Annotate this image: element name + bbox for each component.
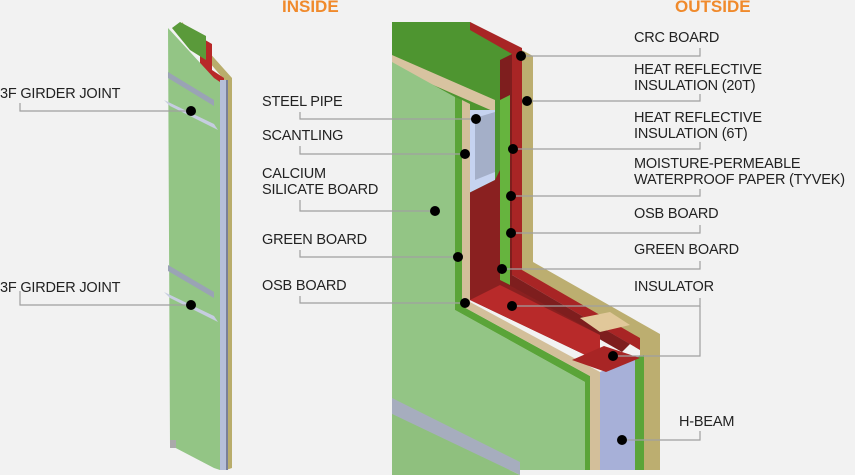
inside-heading: INSIDE: [282, 0, 339, 16]
label-h-beam: H-BEAM: [679, 414, 735, 430]
label-green-board-outside: GREEN BOARD: [634, 242, 739, 258]
wall-section-detail: [392, 22, 660, 475]
label-crc-board: CRC BOARD: [634, 30, 720, 46]
label-green-board-inside: GREEN BOARD: [262, 232, 367, 248]
label-heat-reflective-20t: HEAT REFLECTIVE INSULATION (20T): [634, 62, 762, 94]
label-3f-girder-joint-lower: 3F GIRDER JOINT: [0, 280, 121, 296]
label-tyvek: MOISTURE-PERMEABLE WATERPROOF PAPER (TYV…: [634, 156, 845, 188]
label-calcium-silicate-board: CALCIUM SILICATE BOARD: [262, 166, 379, 198]
full-wall-panel: [164, 22, 232, 470]
label-osb-board-inside: OSB BOARD: [262, 278, 347, 294]
marker-dots: [186, 51, 627, 445]
label-heat-reflective-6t: HEAT REFLECTIVE INSULATION (6T): [634, 110, 762, 142]
label-osb-board-outside: OSB BOARD: [634, 206, 719, 222]
label-3f-girder-joint-upper: 3F GIRDER JOINT: [0, 86, 121, 102]
leader-lines: [19, 48, 701, 441]
outside-heading: OUTSIDE: [675, 0, 751, 16]
label-insulator: INSULATOR: [634, 279, 714, 295]
label-scantling: SCANTLING: [262, 128, 344, 144]
label-steel-pipe: STEEL PIPE: [262, 94, 343, 110]
